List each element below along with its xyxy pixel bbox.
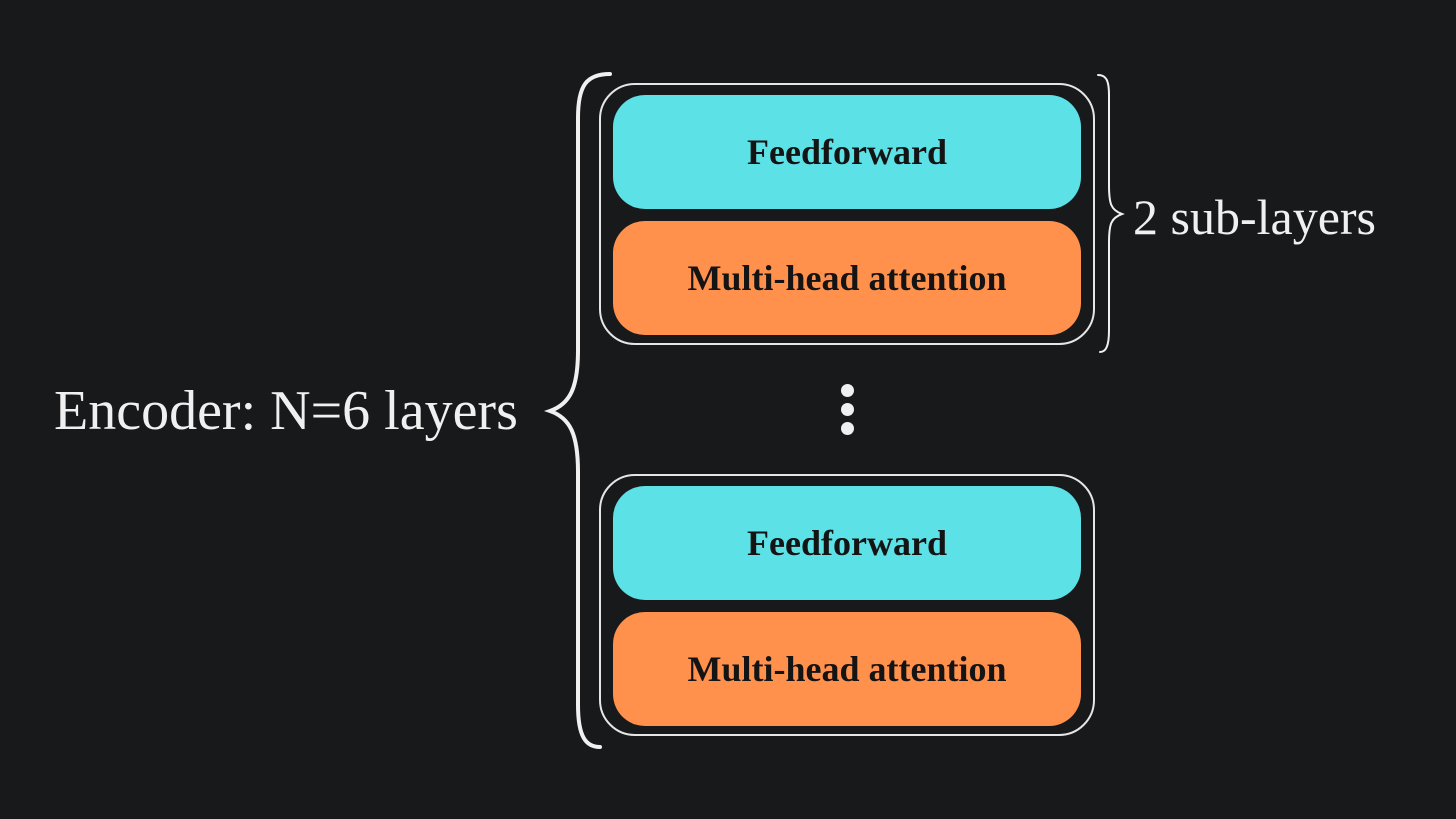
ellipsis-dot	[841, 403, 854, 416]
multi-head-attention-block: Multi-head attention	[613, 612, 1081, 726]
multi-head-attention-block: Multi-head attention	[613, 221, 1081, 335]
sublayers-label: 2 sub-layers	[1133, 189, 1376, 245]
multi-head-attention-label: Multi-head attention	[687, 649, 1007, 689]
feedforward-label: Feedforward	[747, 523, 947, 563]
feedforward-label: Feedforward	[747, 132, 947, 172]
feedforward-block: Feedforward	[613, 95, 1081, 209]
feedforward-block: Feedforward	[613, 486, 1081, 600]
ellipsis-dot	[841, 384, 854, 397]
multi-head-attention-label: Multi-head attention	[687, 258, 1007, 298]
encoder-label: Encoder: N=6 layers	[54, 380, 518, 442]
encoder-layer-bottom: Feedforward Multi-head attention	[599, 474, 1095, 736]
ellipsis-dot	[841, 422, 854, 435]
encoder-layer-top: Feedforward Multi-head attention	[599, 83, 1095, 345]
